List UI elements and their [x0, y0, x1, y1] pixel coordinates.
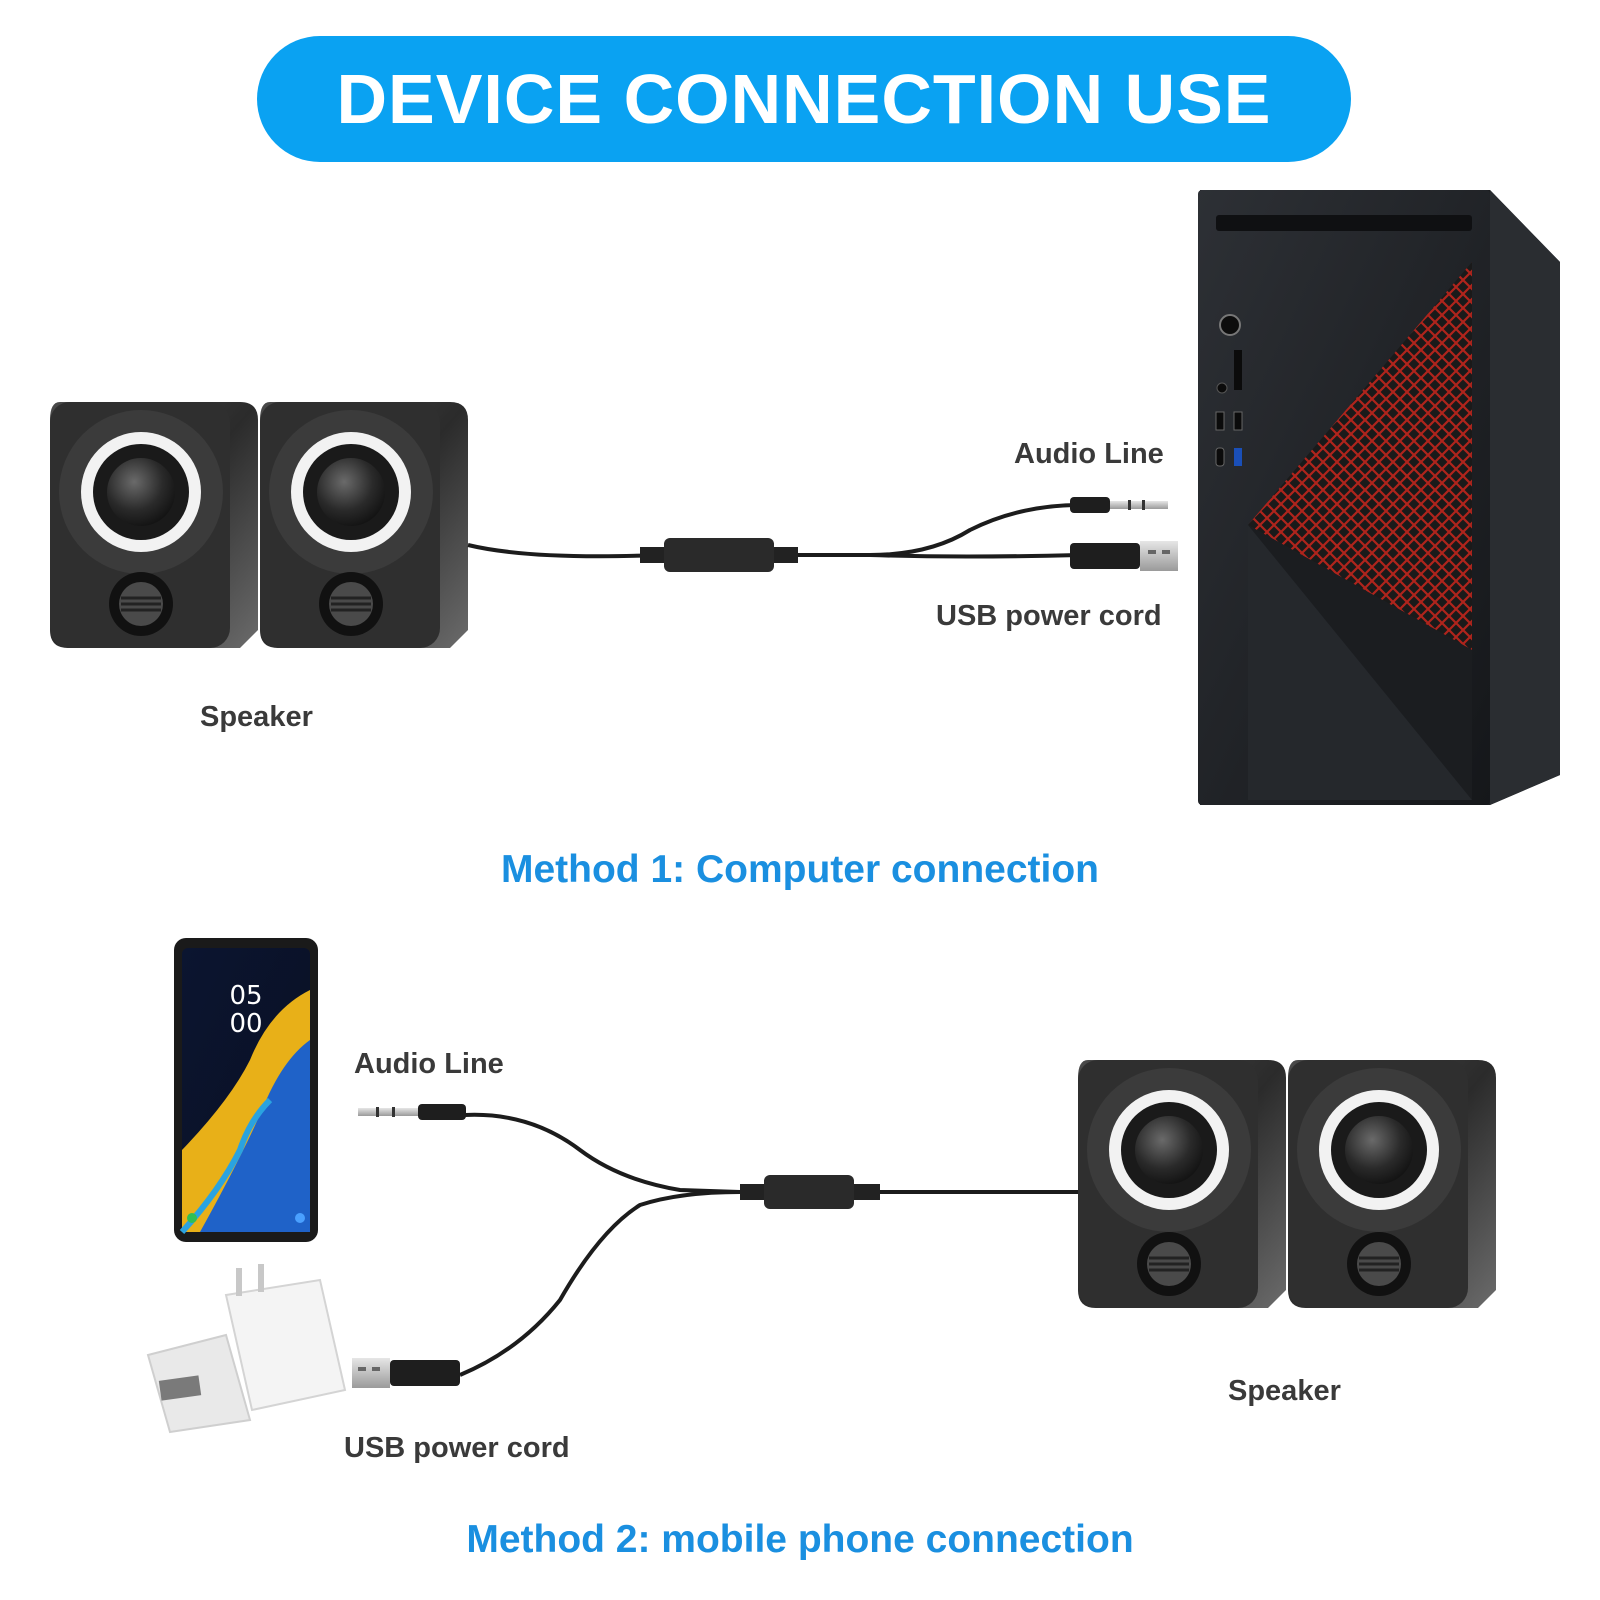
audio-jack-2	[358, 1104, 466, 1120]
speaker-label-1: Speaker	[200, 701, 313, 733]
usb-plug-2	[352, 1358, 460, 1388]
speaker-label-2: Speaker	[1228, 1375, 1341, 1407]
usb-power-adapter	[146, 1264, 347, 1434]
page-title: DEVICE CONNECTION USE	[336, 60, 1272, 138]
speaker-right-1	[260, 402, 468, 648]
phone-minute: 00	[229, 1009, 262, 1039]
inline-control-1	[640, 538, 798, 572]
speaker-left-2	[1078, 1060, 1286, 1308]
usb-cord-label-2: USB power cord	[344, 1432, 570, 1464]
audio-jack-1	[1070, 497, 1168, 513]
smartphone: 05 00	[174, 938, 318, 1242]
usb-plug-1	[1070, 541, 1178, 571]
usb-cord-label-1: USB power cord	[936, 600, 1162, 632]
method-1-heading: Method 1: Computer connection	[501, 848, 1099, 891]
audio-line-label-2: Audio Line	[354, 1048, 504, 1080]
cable-method-1	[467, 503, 1081, 559]
audio-line-label-1: Audio Line	[1014, 438, 1164, 470]
cable-method-2	[459, 1112, 1080, 1377]
computer-tower	[1198, 190, 1560, 805]
speaker-left-1	[50, 402, 258, 648]
title-banner: DEVICE CONNECTION USE	[257, 36, 1351, 162]
phone-hour: 05	[229, 981, 262, 1011]
method-2-heading: Method 2: mobile phone connection	[466, 1518, 1134, 1561]
speaker-right-2	[1288, 1060, 1496, 1308]
inline-control-2	[740, 1175, 880, 1209]
